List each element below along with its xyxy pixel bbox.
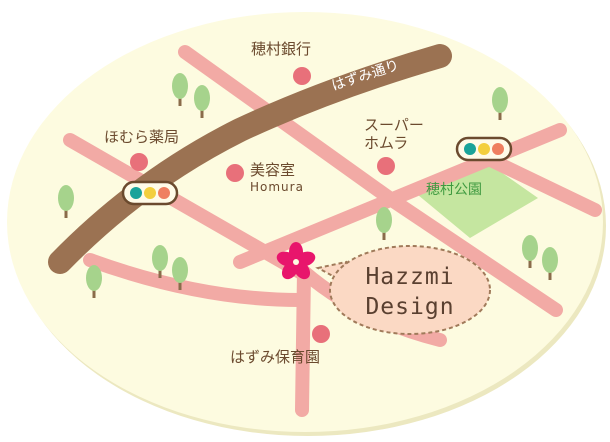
supermarket-marker xyxy=(377,157,395,175)
traffic-light-icon xyxy=(455,136,513,162)
callout-line2: Design xyxy=(365,294,455,320)
callout-line1: Hazzmi xyxy=(365,264,455,290)
supermarket-label-line1: スーパー xyxy=(364,116,424,134)
map-background xyxy=(7,12,603,432)
trees xyxy=(58,73,558,298)
tree-icon xyxy=(522,235,538,268)
tree-icon xyxy=(86,265,102,298)
traffic-light-icon xyxy=(121,180,179,206)
pharmacy-marker xyxy=(130,153,148,171)
tree-icon xyxy=(58,185,74,218)
bank-label: 穂村銀行 xyxy=(251,40,312,58)
main-street xyxy=(48,44,452,274)
nursery-label: はずみ保育園 xyxy=(230,348,321,366)
tree-icon xyxy=(194,85,210,118)
road-south-west xyxy=(83,253,307,307)
road-east-diagonal xyxy=(385,193,563,317)
tree-icon xyxy=(376,207,392,240)
tree-icon xyxy=(172,257,188,290)
nursery-marker xyxy=(312,325,330,343)
callout-text: Hazzmi Design xyxy=(340,262,480,322)
salon-marker xyxy=(226,164,244,182)
tree-icon xyxy=(542,247,558,280)
tree-icon xyxy=(492,87,508,120)
flower-icon xyxy=(276,242,316,280)
salon-label-line1: 美容室 xyxy=(250,161,296,179)
supermarket-label-line2: ホムラ xyxy=(364,134,409,152)
tree-icon xyxy=(152,245,168,278)
tree-icon xyxy=(172,73,188,106)
callout-bubble xyxy=(315,245,491,335)
salon-label-line2: Homura xyxy=(250,180,304,194)
bank-marker xyxy=(293,67,311,85)
road-north-diagonal xyxy=(178,45,399,207)
park-label: 穂村公園 xyxy=(426,182,482,198)
road-central-vertical xyxy=(295,265,311,417)
pharmacy-label: ほむら薬局 xyxy=(104,128,180,146)
road-west-diagonal xyxy=(63,133,307,279)
